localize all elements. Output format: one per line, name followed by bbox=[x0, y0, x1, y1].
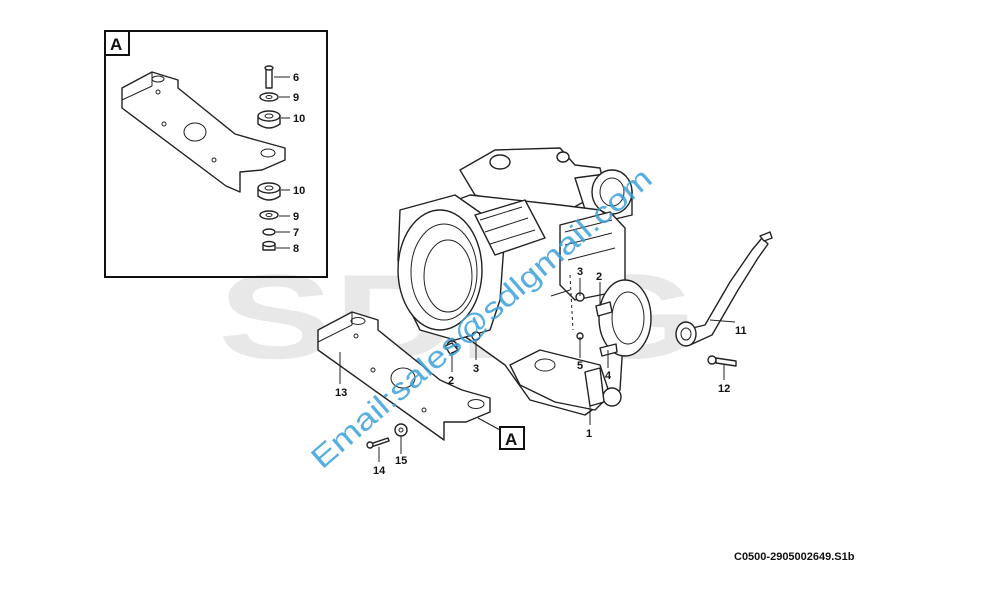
mount-stack bbox=[257, 65, 281, 251]
mounting-bracket bbox=[317, 311, 491, 441]
dipstick-tube bbox=[675, 231, 773, 367]
view-a-marker: A bbox=[477, 417, 525, 450]
callout-10-top: 10 bbox=[293, 113, 305, 125]
callout-1: 1 bbox=[586, 428, 592, 440]
callout-15: 15 bbox=[395, 455, 407, 467]
callout-9-top: 9 bbox=[293, 92, 299, 104]
callout-6: 6 bbox=[293, 72, 299, 84]
callout-10-bottom: 10 bbox=[293, 185, 305, 197]
callout-2-upper: 2 bbox=[596, 271, 602, 283]
detail-label: A bbox=[110, 35, 122, 54]
drawing-code: C0500-2905002649.S1b bbox=[734, 551, 855, 563]
detail-a-box: A bbox=[104, 30, 328, 278]
callout-4: 4 bbox=[605, 370, 612, 382]
callout-7: 7 bbox=[293, 227, 299, 239]
callout-9-bottom: 9 bbox=[293, 211, 299, 223]
detail-bracket bbox=[121, 71, 286, 193]
callout-12: 12 bbox=[718, 383, 730, 395]
callout-3-upper: 3 bbox=[577, 266, 583, 278]
callout-2-lower: 2 bbox=[448, 375, 454, 387]
bolt-14-washer-15 bbox=[366, 423, 408, 449]
callout-13: 13 bbox=[335, 387, 347, 399]
callout-3-lower: 3 bbox=[473, 363, 479, 375]
transmission-assembly bbox=[397, 147, 652, 416]
callout-5: 5 bbox=[577, 360, 583, 372]
callout-8: 8 bbox=[293, 243, 299, 255]
callout-14: 14 bbox=[373, 465, 386, 477]
callout-11: 11 bbox=[735, 325, 747, 337]
view-marker-label: A bbox=[505, 430, 517, 449]
